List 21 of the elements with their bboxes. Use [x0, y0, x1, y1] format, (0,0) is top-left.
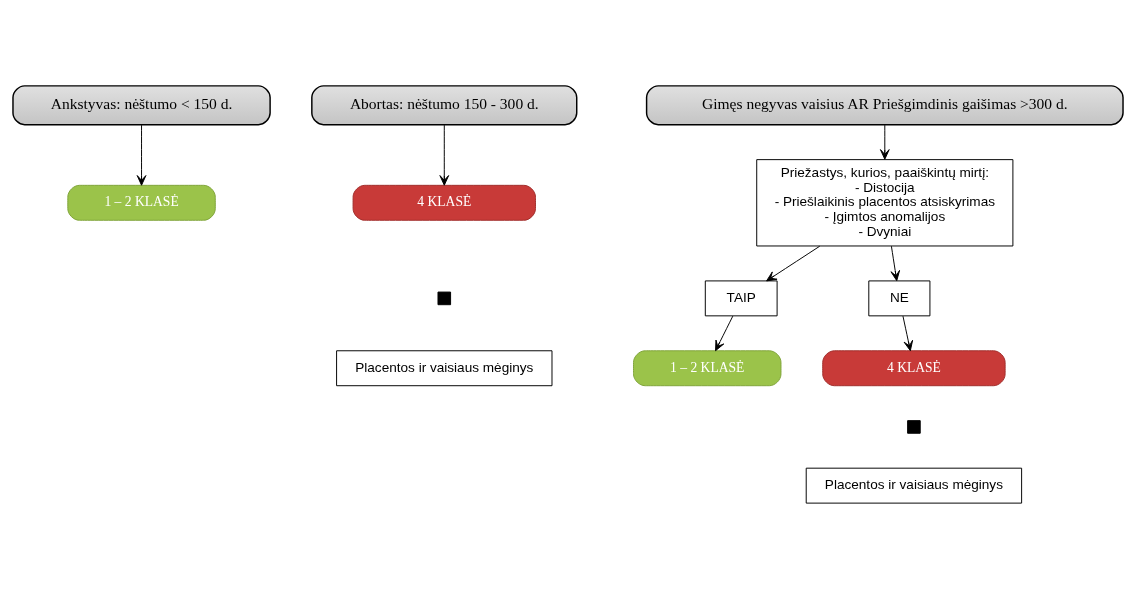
node-box: Gimęs negyvas vaisius AR Priešgimdinis gaišimas >300 d. — [645, 85, 1124, 126]
arrow — [902, 315, 914, 352]
node-box: Placentos ir vaisiaus mėginys — [805, 467, 1023, 504]
node-box: TAIP — [704, 280, 778, 317]
node-box: Placentos ir vaisiaus mėginys — [336, 350, 553, 387]
node-cross — [907, 420, 921, 434]
node-box: Abortas: nėštumo 150 - 300 d. — [311, 85, 578, 126]
arrow — [890, 245, 901, 282]
node-box: 4 KLASĖ — [822, 350, 1006, 387]
arrow — [136, 124, 147, 186]
arrow — [766, 245, 821, 282]
node-box: Ankstyvas: nėštumo < 150 d. — [12, 85, 271, 126]
node-box: 4 KLASĖ — [352, 184, 536, 221]
node-box: 1 – 2 KLASĖ — [633, 350, 782, 387]
arrow — [439, 124, 450, 186]
node-box: 1 – 2 KLASĖ — [67, 184, 216, 221]
arrow — [879, 124, 890, 160]
node-box: Priežastys, kurios, paaiškintų mirtį: - Distocija - Priešlaikinis placentos atsiskyrimas - Įgimtos anomalijos - Dvyniai — [756, 159, 1014, 247]
node-box: NE — [868, 280, 931, 317]
arrow — [715, 315, 734, 352]
node-cross — [437, 291, 452, 306]
